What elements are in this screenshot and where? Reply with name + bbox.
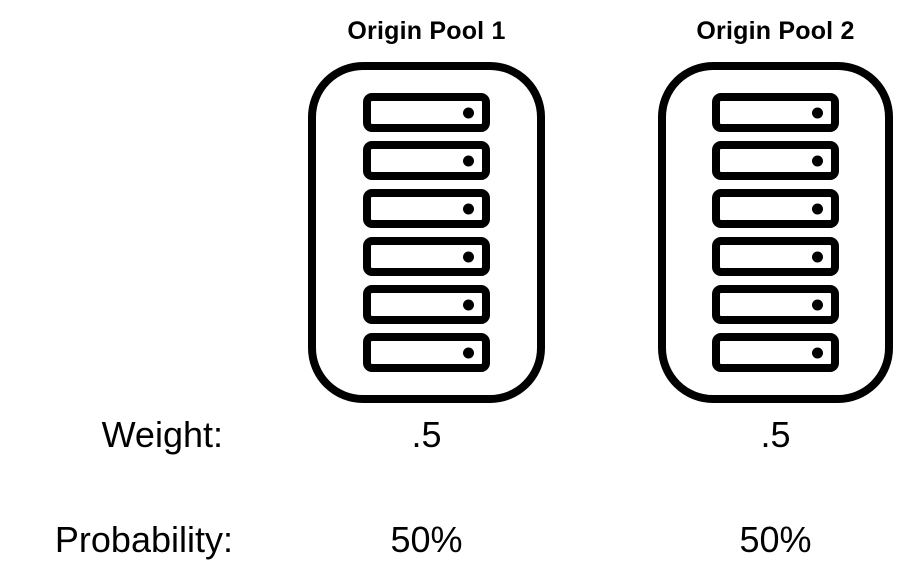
server-icon bbox=[712, 237, 839, 276]
server-icon bbox=[363, 237, 490, 276]
server-led-dot-icon bbox=[812, 251, 823, 262]
pool-2-probability-value: 50% bbox=[739, 519, 812, 560]
server-icon bbox=[712, 333, 839, 372]
origin-pool-2-box bbox=[658, 62, 893, 403]
pool-1-server-stack bbox=[316, 70, 537, 395]
pool-1-title: Origin Pool 1 bbox=[347, 17, 506, 45]
server-icon bbox=[712, 285, 839, 324]
server-led-dot-icon bbox=[812, 107, 823, 118]
server-icon bbox=[363, 333, 490, 372]
server-led-dot-icon bbox=[463, 347, 474, 358]
server-led-dot-icon bbox=[812, 203, 823, 214]
pool-1-weight-value: .5 bbox=[411, 414, 442, 455]
server-led-dot-icon bbox=[812, 299, 823, 310]
probability-row-label: Probability: bbox=[54, 519, 233, 560]
pool-2-server-stack bbox=[666, 70, 885, 395]
server-icon bbox=[363, 189, 490, 228]
server-icon bbox=[712, 141, 839, 180]
server-led-dot-icon bbox=[463, 155, 474, 166]
server-icon bbox=[712, 189, 839, 228]
server-led-dot-icon bbox=[463, 251, 474, 262]
server-led-dot-icon bbox=[463, 299, 474, 310]
origin-pool-1-box bbox=[308, 62, 545, 403]
pool-2-title: Origin Pool 2 bbox=[696, 17, 855, 45]
pool-1-probability-value: 50% bbox=[390, 519, 463, 560]
server-icon bbox=[363, 141, 490, 180]
pool-2-weight-value: .5 bbox=[760, 414, 791, 455]
weight-row-label: Weight: bbox=[101, 414, 223, 455]
server-icon bbox=[712, 93, 839, 132]
server-led-dot-icon bbox=[812, 347, 823, 358]
server-icon bbox=[363, 285, 490, 324]
server-led-dot-icon bbox=[463, 107, 474, 118]
server-icon bbox=[363, 93, 490, 132]
server-led-dot-icon bbox=[812, 155, 823, 166]
server-led-dot-icon bbox=[463, 203, 474, 214]
